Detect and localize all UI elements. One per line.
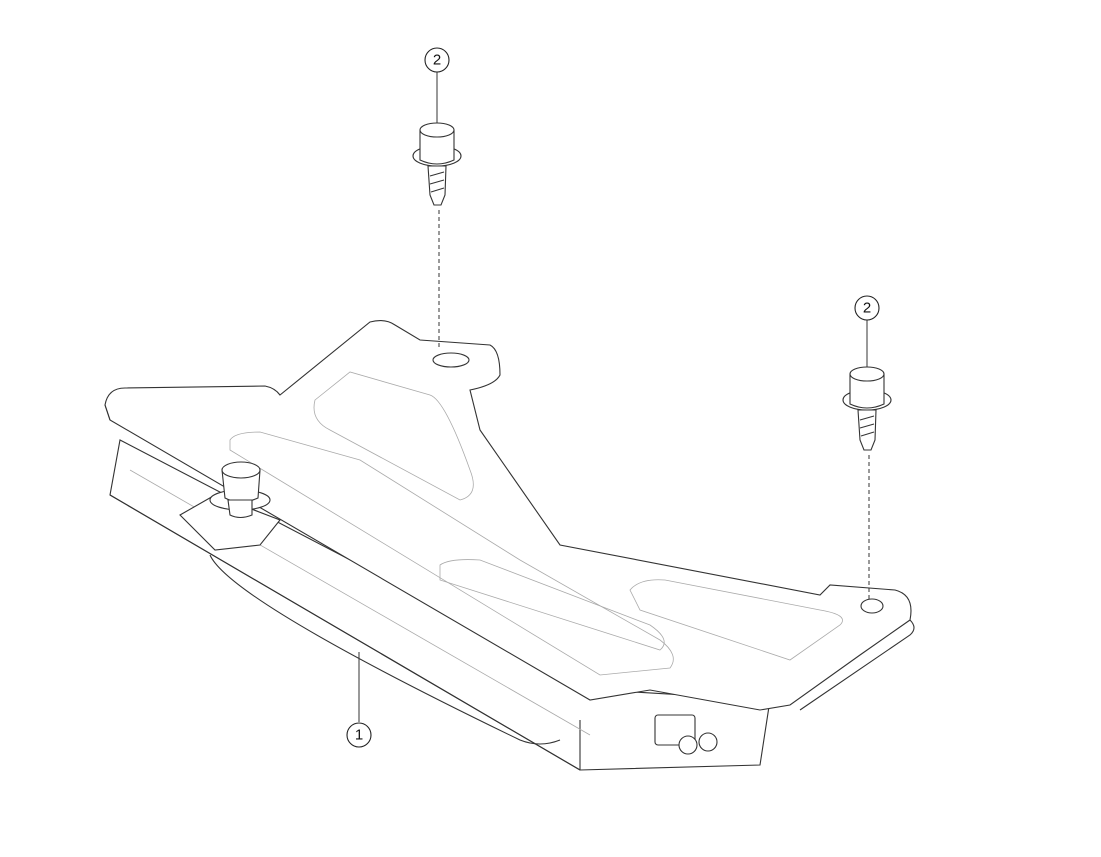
- callout-bracket: 1: [346, 722, 372, 748]
- mounting-bracket: [104, 319, 915, 711]
- callout-bolt-left: 2: [424, 47, 450, 73]
- callout-bolt-right: 2: [854, 295, 880, 321]
- bolt-hole: [860, 598, 884, 614]
- nut-and-washer: [179, 461, 281, 551]
- bolt-left: [412, 122, 462, 206]
- callout-label: 1: [355, 727, 363, 744]
- bolt-right: [842, 366, 892, 451]
- callout-label: 2: [863, 300, 871, 317]
- callout-label: 2: [433, 52, 441, 69]
- connector-port: [678, 735, 698, 755]
- bolt-slot: [432, 352, 470, 368]
- connector-port: [698, 732, 718, 752]
